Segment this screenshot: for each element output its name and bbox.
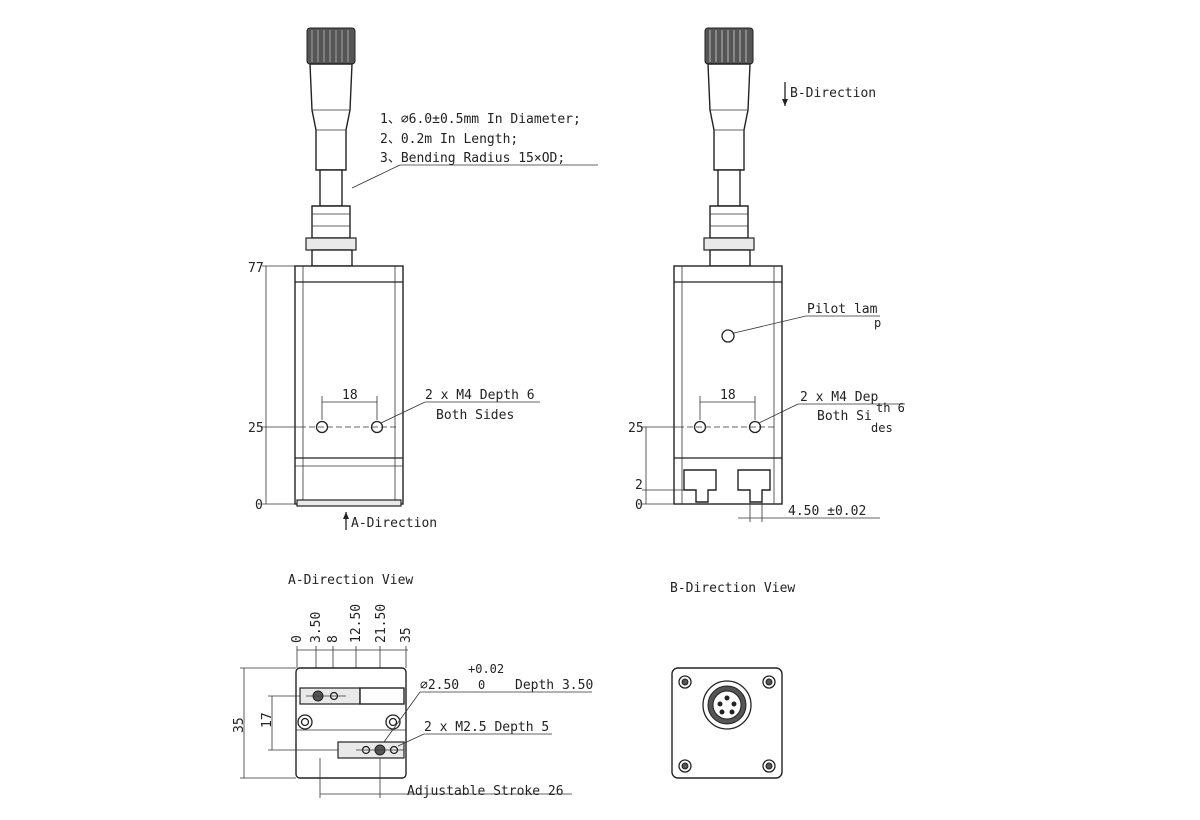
cable-gland bbox=[311, 205, 351, 239]
a-stroke-label: Adjustable Stroke 26 bbox=[407, 784, 564, 799]
actuator-body-right bbox=[673, 265, 783, 505]
dim-77-left: 77 bbox=[248, 261, 264, 276]
a-tick-35: 35 bbox=[399, 627, 414, 643]
hole-label-left-2: Both Sides bbox=[436, 408, 514, 423]
dim-25-right: 25 bbox=[628, 421, 644, 436]
a-tick-8: 8 bbox=[326, 635, 341, 643]
pilot-lamp-label-1: Pilot lam bbox=[807, 302, 878, 317]
a-tol-zero: 0 bbox=[478, 678, 485, 692]
a-dim-35: 35 bbox=[232, 717, 247, 733]
cable bbox=[319, 169, 343, 207]
cable-note-3: 3、Bending Radius 15×OD; bbox=[380, 151, 565, 166]
actuator-body bbox=[294, 265, 404, 505]
pilot-lamp bbox=[721, 329, 735, 343]
a-direction-label: A-Direction bbox=[351, 516, 437, 531]
hole-label-right-2: Both Si bbox=[817, 409, 872, 424]
hole-label-right-2b: des bbox=[871, 421, 893, 435]
a-thread-label: 2 x M2.5 Depth 5 bbox=[424, 720, 549, 735]
dim-18-right: 18 bbox=[720, 388, 736, 403]
a-direction-view: A-Direction View 0 3.50 8 12.50 21.50 35 bbox=[232, 573, 593, 799]
a-hole-depth: Depth 3.50 bbox=[515, 678, 593, 693]
b-direction-view: B-Direction View bbox=[670, 581, 795, 779]
cable-note-1: 1、∅6.0±0.5mm In Diameter; bbox=[380, 112, 581, 127]
t-slot-left bbox=[683, 469, 717, 503]
b-view-connector bbox=[702, 680, 752, 730]
hole-label-right-1b: th 6 bbox=[876, 401, 905, 415]
a-dim-17: 17 bbox=[260, 712, 275, 728]
slot-dim-label: 4.50 ±0.02 bbox=[788, 504, 866, 519]
a-tol-plus: +0.02 bbox=[468, 662, 504, 676]
a-hole-dia: ∅2.50 bbox=[420, 678, 459, 693]
hole-label-right-1: 2 x M4 Dep bbox=[800, 390, 878, 405]
left-front-view: 18 2 x M4 Depth 6 Both Sides 77 25 0 A-D… bbox=[248, 27, 598, 531]
a-tick-3-50: 3.50 bbox=[309, 612, 324, 643]
dim-2-right: 2 bbox=[635, 478, 643, 493]
dim-0-left: 0 bbox=[255, 498, 263, 513]
hole-label-left-1: 2 x M4 Depth 6 bbox=[425, 388, 535, 403]
pilot-lamp-label-2: p bbox=[874, 316, 881, 330]
a-tick-12-50: 12.50 bbox=[349, 604, 364, 643]
a-tick-0: 0 bbox=[290, 635, 305, 643]
a-view-title: A-Direction View bbox=[288, 573, 413, 588]
connector-body bbox=[309, 63, 353, 171]
cable-note-2: 2、0.2m In Length; bbox=[380, 132, 518, 147]
dim-0-right: 0 bbox=[635, 498, 643, 513]
dim-25-left: 25 bbox=[248, 421, 264, 436]
a-tick-21-50: 21.50 bbox=[374, 604, 389, 643]
a-view-hole-left bbox=[297, 714, 313, 730]
dim-18-left: 18 bbox=[342, 388, 358, 403]
right-front-view: Pilot lam p 18 2 x M4 Dep th 6 Both Si d… bbox=[628, 27, 905, 522]
gland-nut bbox=[305, 237, 357, 251]
b-view-title: B-Direction View bbox=[670, 581, 795, 596]
b-direction-label: B-Direction bbox=[790, 86, 876, 101]
